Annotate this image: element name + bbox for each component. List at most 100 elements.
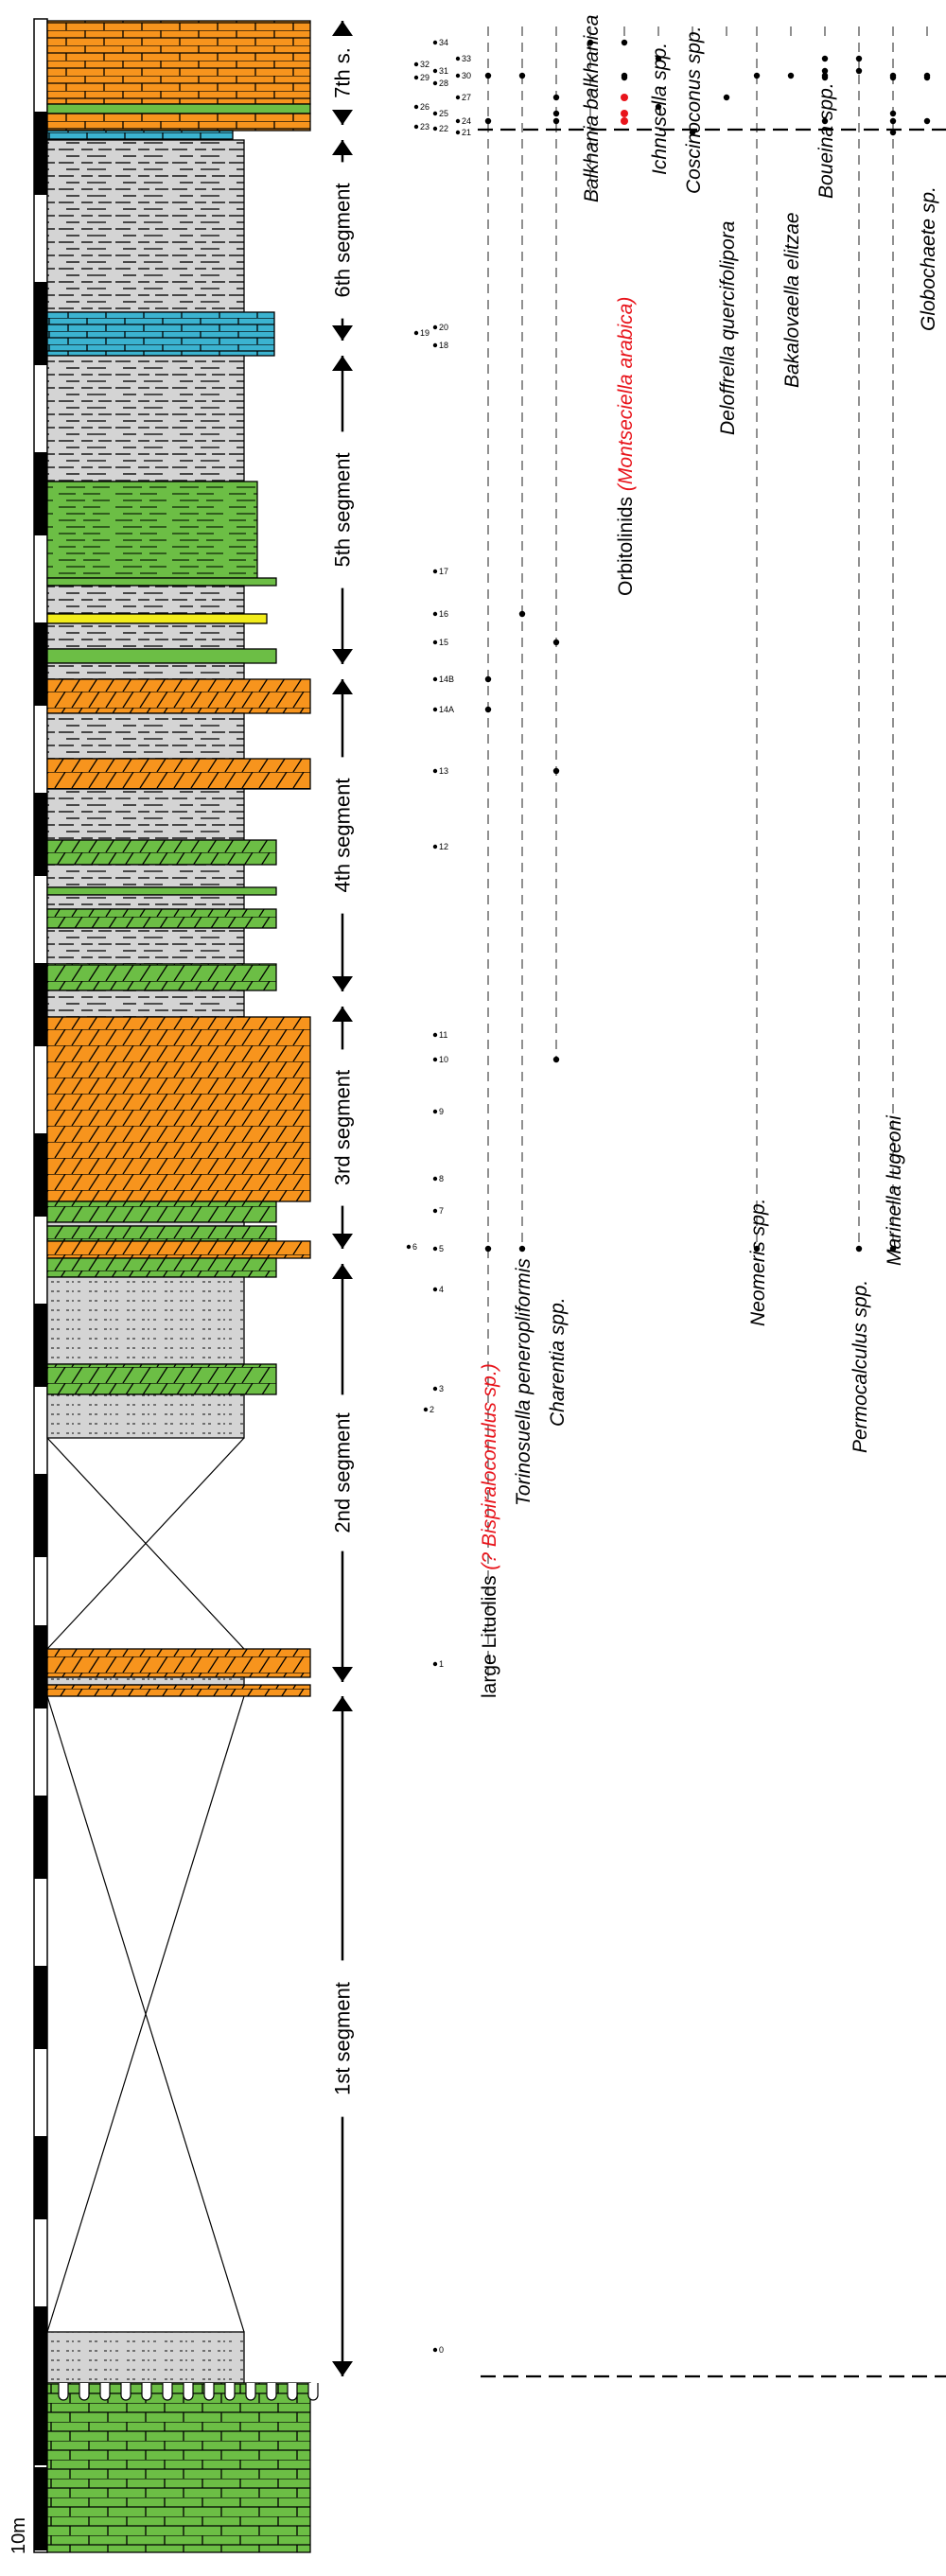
arrow-head: [332, 1264, 353, 1279]
bed-green: [46, 886, 277, 896]
sample-label: 24: [455, 116, 471, 126]
segment-label: 2nd segment: [331, 1412, 355, 1533]
karst-notch: [287, 2383, 298, 2401]
occurrence-dot: [518, 1245, 526, 1253]
occurrence-dot: [855, 1245, 863, 1253]
scale-bar-block: [34, 1474, 47, 1557]
bed-shale: [46, 927, 245, 965]
occurrence-dot: [655, 103, 662, 111]
svg-text:5: 5: [439, 1244, 444, 1253]
occurrence-dot: [484, 72, 492, 79]
occurrence-dot: [821, 55, 829, 62]
svg-text:15: 15: [439, 638, 448, 647]
taxon-label: Ichnusella spp.: [649, 43, 671, 175]
segment-label: 4th segment: [331, 778, 355, 892]
scale-bar-block: [34, 2306, 47, 2390]
segment-label: 6th segment: [331, 183, 355, 297]
bed-green-dolomite: [46, 1225, 277, 1242]
occurrence-dot: [753, 1245, 761, 1253]
sample-label: 6: [406, 1242, 417, 1252]
bed-marl: [46, 1276, 245, 1365]
svg-text:20: 20: [439, 323, 448, 332]
bed-marl: [46, 2331, 245, 2384]
occurrence-dot: [518, 610, 526, 618]
occurrence-dot: [923, 74, 931, 81]
svg-text:0: 0: [439, 2345, 444, 2355]
sample-label: 26: [413, 102, 429, 112]
segment-label: 1st segment: [331, 1982, 355, 2095]
occurrence-dot: [552, 1056, 560, 1063]
bed-dolomite: [46, 1016, 311, 1202]
svg-text:2: 2: [429, 1405, 434, 1414]
bed-green-dolomite: [46, 839, 277, 866]
scale-bar-block: [34, 112, 47, 195]
occurrence-dot: [889, 74, 897, 81]
occurrence-dot: [484, 1245, 492, 1253]
arrow-head: [332, 649, 353, 664]
sample-label: 14A: [432, 705, 454, 714]
bed-green-dolomite: [46, 908, 277, 929]
taxon-label: Charentia spp.: [547, 1297, 569, 1427]
occurrence-dot: [889, 117, 897, 125]
scale-bar-block: [34, 2382, 47, 2465]
karst-notch: [203, 2383, 215, 2401]
segment-label: 5th segment: [331, 452, 355, 567]
scale-label: 10m: [9, 2517, 29, 2554]
arrow-head: [332, 140, 353, 155]
arrow-head: [332, 1696, 353, 1711]
occurrence-dot: [821, 67, 829, 75]
bed-marl: [46, 1393, 245, 1439]
scale-bar: [33, 18, 48, 2553]
karst-notch: [120, 2383, 131, 2401]
bed-green: [46, 103, 311, 114]
svg-text:16: 16: [439, 609, 448, 619]
taxon-label: large Lituolids (? Bispiraloconulus sp.): [479, 1363, 500, 1698]
svg-text:24: 24: [462, 116, 471, 126]
occurrence-dot: [552, 110, 560, 117]
sample-label: 16: [432, 609, 448, 619]
sample-label: 23: [413, 122, 429, 131]
taxon-label: Torinosuella peneropliformis: [513, 1258, 534, 1506]
svg-text:21: 21: [462, 128, 471, 137]
occurrence-dot: [518, 72, 526, 79]
bed-shale: [46, 139, 245, 313]
occurrence-dot: [484, 675, 492, 683]
bed-dolomite: [46, 1648, 311, 1678]
occurrence-dot: [621, 94, 628, 101]
scale-bar-block: [34, 622, 47, 706]
segment-label: 7th s.: [331, 47, 355, 98]
arrow-head: [332, 21, 353, 36]
scale-bar-block: [34, 452, 47, 535]
bed-limestone: [46, 20, 311, 105]
arrow-head: [332, 679, 353, 694]
scale-bar-block: [34, 1133, 47, 1217]
scale-bar-block: [34, 793, 47, 876]
covered-interval: [46, 1437, 245, 2333]
taxon-label: Neomeris spp.: [747, 1199, 769, 1326]
occurrence-dot: [484, 706, 492, 713]
svg-text:25: 25: [439, 109, 448, 118]
paleokarst-surface: [58, 2383, 319, 2401]
occurrence-dot: [889, 110, 897, 117]
arrow-head: [332, 2361, 353, 2376]
arrow-head: [332, 356, 353, 371]
sample-label: 9: [432, 1107, 444, 1116]
sample-label: 22: [432, 124, 448, 133]
svg-text:34: 34: [439, 38, 448, 47]
svg-text:33: 33: [462, 54, 471, 63]
sample-label: 7: [432, 1206, 444, 1216]
occurrence-dot: [484, 117, 492, 125]
occurrence-dot: [923, 117, 931, 125]
range-chart: [484, 26, 931, 1679]
svg-text:32: 32: [420, 60, 429, 69]
svg-text:26: 26: [420, 102, 429, 112]
bed-shale: [46, 990, 245, 1018]
arrow-head: [332, 976, 353, 991]
bed-limestone: [46, 113, 311, 131]
occurrence-dot: [621, 117, 628, 125]
lithology-column: [46, 20, 311, 2553]
occurrence-dot: [889, 129, 897, 136]
bed-green-dolomite: [46, 1200, 277, 1223]
occurrence-dot: [655, 55, 662, 62]
